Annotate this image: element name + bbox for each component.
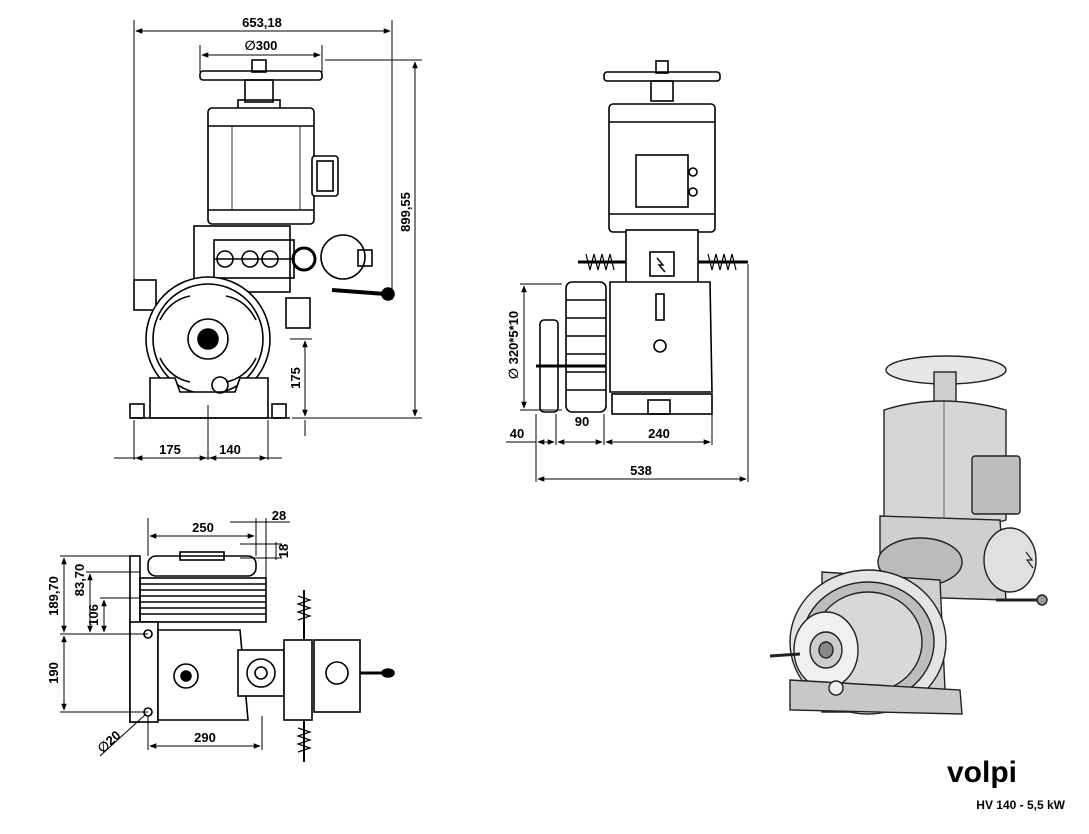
- dim-240: 240: [648, 426, 670, 441]
- dim-290: 290: [194, 730, 216, 745]
- dim-83-70: 83,70: [72, 564, 87, 597]
- volpi-logo-text: volpi: [947, 756, 1017, 789]
- top-view: [129, 551, 395, 762]
- dim-40: 40: [510, 426, 524, 441]
- side-view-dimensions: [506, 264, 749, 482]
- dim-190: 190: [46, 662, 61, 684]
- volpi-logo: volpi: [947, 756, 1017, 789]
- isometric-render: [769, 355, 1048, 715]
- dim-106: 106: [86, 604, 101, 626]
- dim-right-offset: 140: [219, 442, 241, 457]
- dim-538: 538: [630, 463, 652, 478]
- dim-18: 18: [276, 544, 291, 558]
- dim-189-70: 189,70: [46, 576, 61, 616]
- dim-hole-diameter: ∅20: [94, 728, 123, 756]
- dim-250: 250: [192, 520, 214, 535]
- dim-sheave-diameter: ∅ 320*5*10: [506, 311, 521, 379]
- side-view: [536, 60, 748, 415]
- front-view-dimensions: [114, 20, 422, 461]
- dim-overall-width: 653,18: [242, 15, 282, 30]
- top-view-dimensions: [60, 518, 290, 757]
- dim-left-offset: 175: [159, 442, 181, 457]
- dim-handwheel-diameter: ∅300: [245, 38, 278, 53]
- dim-90: 90: [575, 414, 589, 429]
- model-label: HV 140 - 5,5 kW: [976, 798, 1065, 812]
- dim-shaft-height: 175: [288, 367, 303, 389]
- dim-overall-height: 899,55: [398, 192, 413, 232]
- dim-28: 28: [272, 508, 286, 523]
- front-view: [129, 59, 395, 419]
